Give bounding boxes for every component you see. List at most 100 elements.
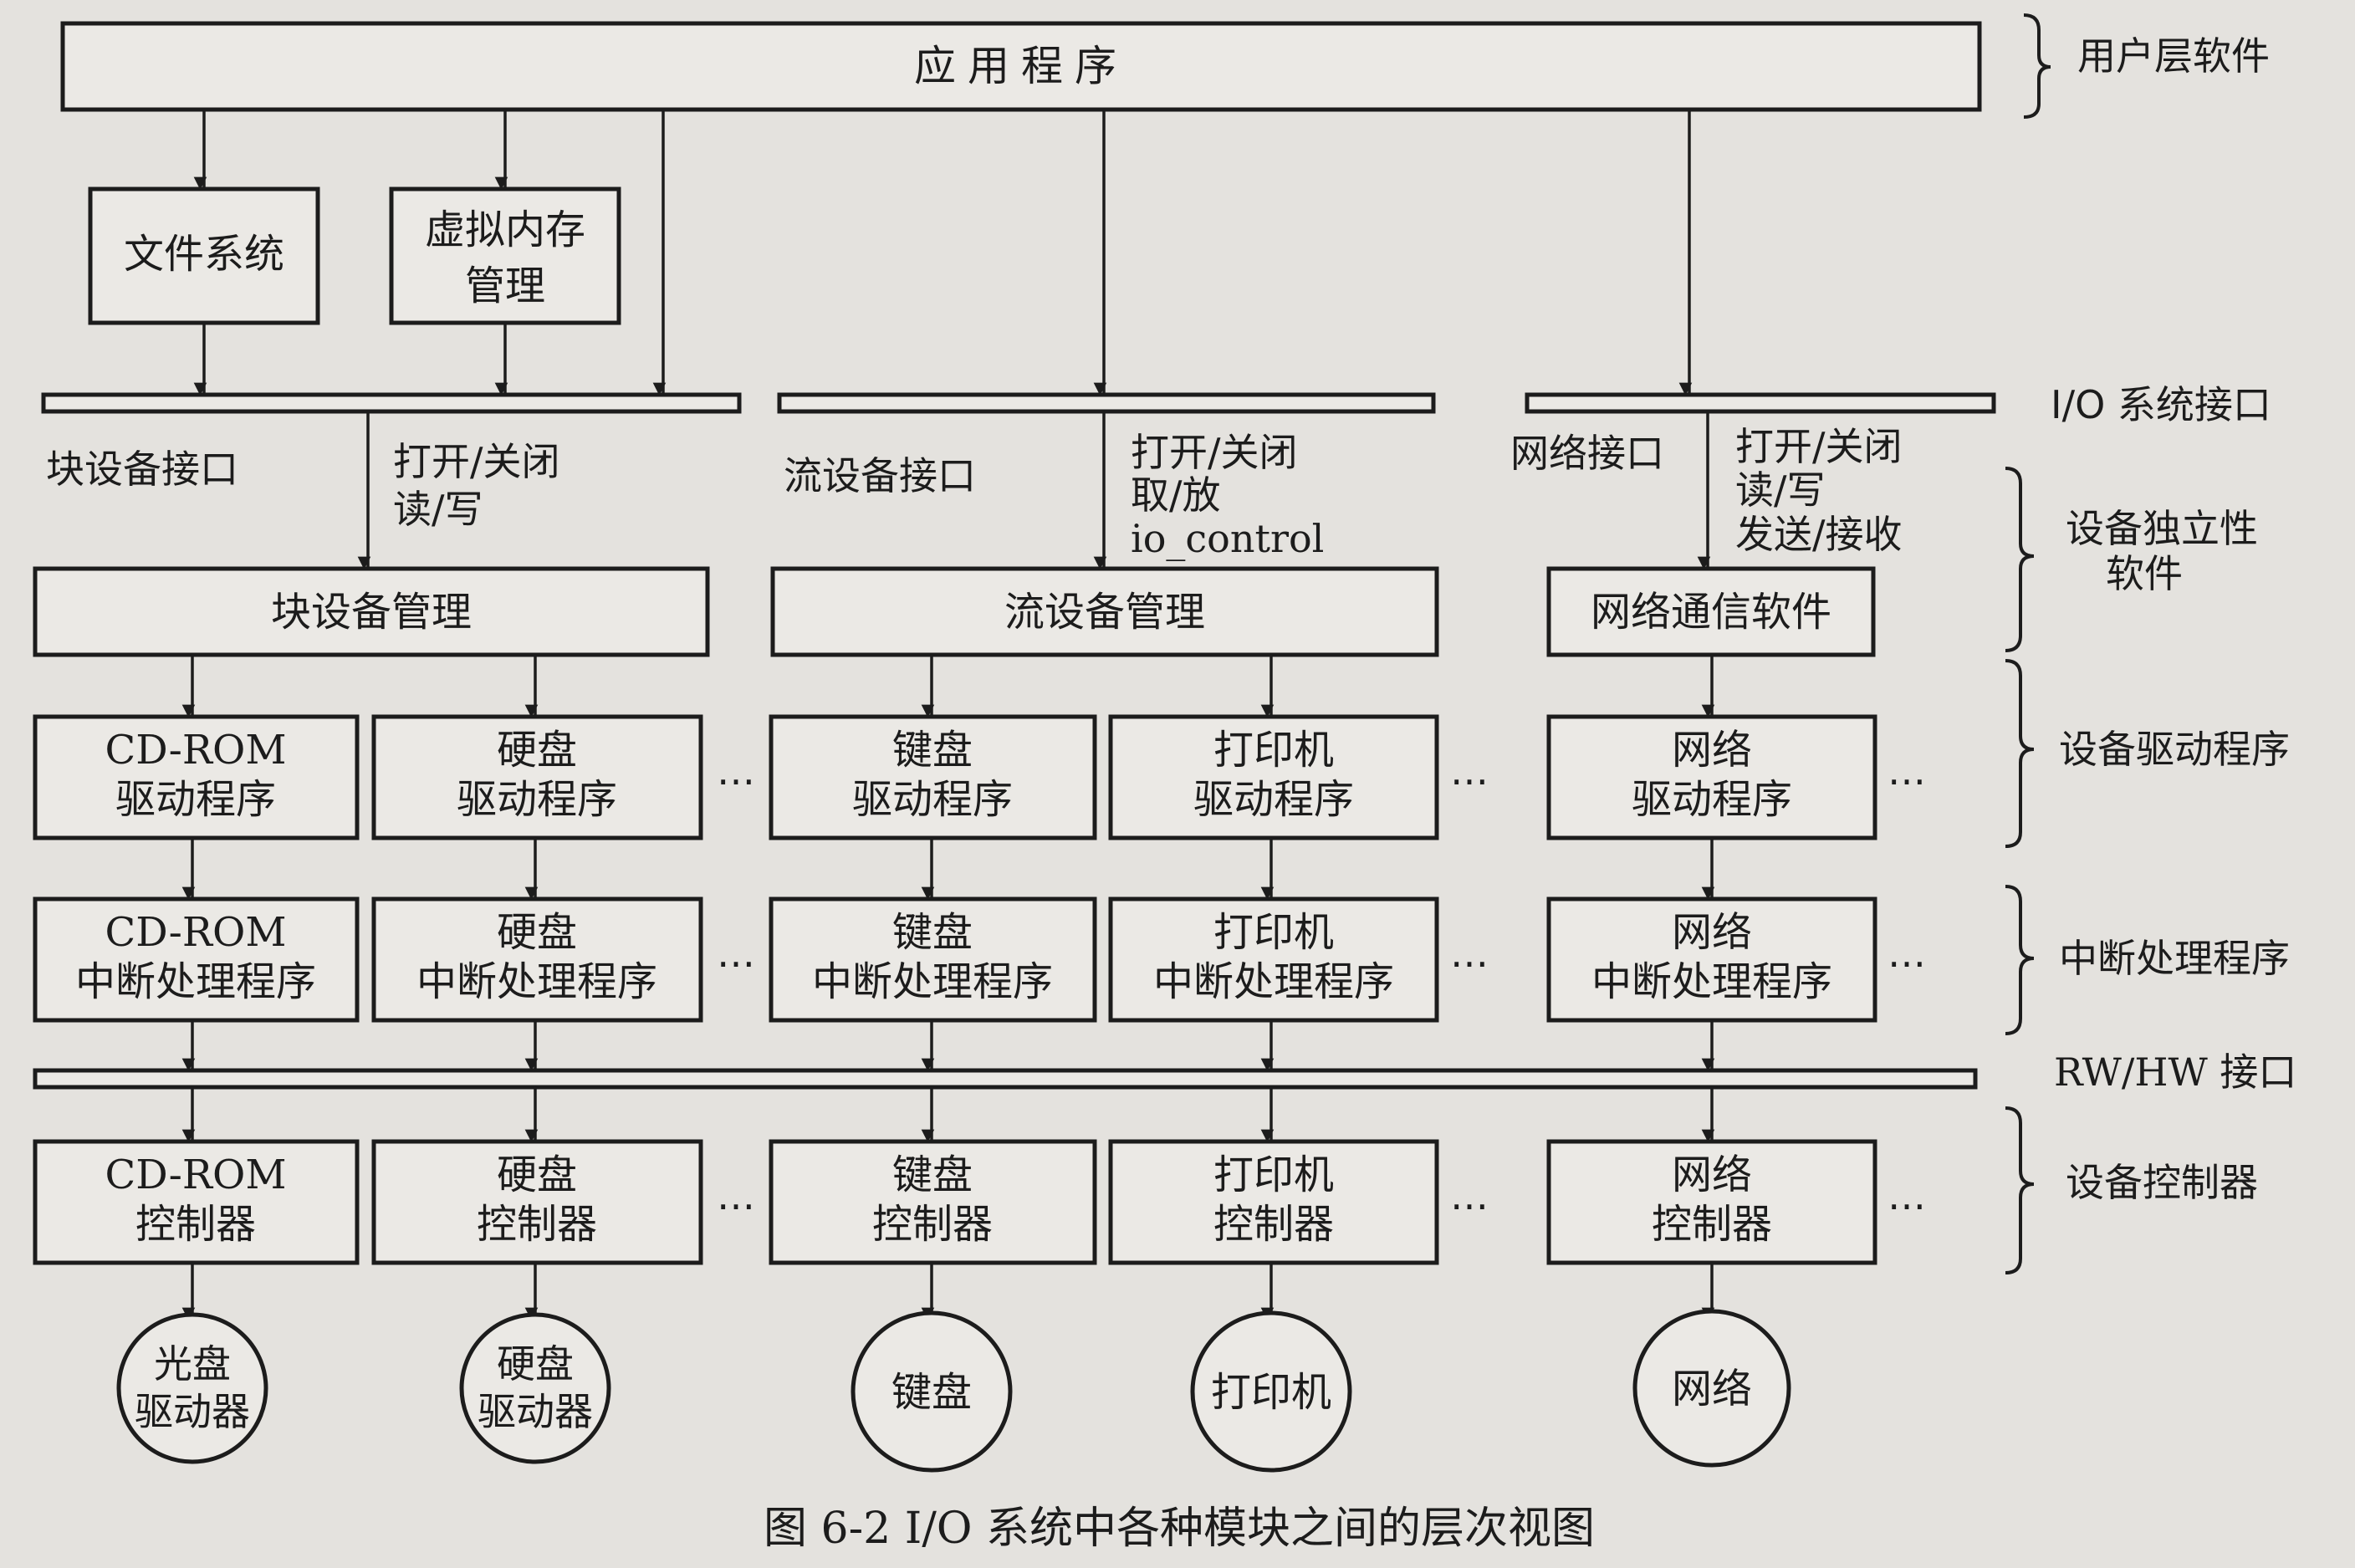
network-device-label: 网络: [1672, 1366, 1752, 1412]
printer-device-label: 打印机: [1211, 1369, 1331, 1416]
disk-controller-box: [371, 1139, 703, 1265]
disk-driver-label-2: 驱动程序: [457, 776, 617, 823]
ctrl-ellipsis-2: …: [1450, 1173, 1489, 1218]
network-interface-label: 网络接口: [1510, 431, 1664, 476]
layer-label-controller: 设备控制器: [2066, 1160, 2258, 1205]
cdrom-controller-box: [33, 1139, 360, 1265]
keyboard-device: [851, 1310, 1013, 1473]
cdrom-driver-box: [33, 714, 360, 840]
stream-op-3: io_control: [1131, 516, 1324, 561]
rwhw-interface-bar: [33, 1068, 1978, 1090]
stream-manager-box: [770, 566, 1439, 657]
disk-irq-label-2: 中断处理程序: [416, 958, 657, 1005]
keyboard-irq-box: [769, 896, 1097, 1023]
network-irq-box: [1546, 896, 1877, 1023]
disk-controller-label-1: 硬盘: [497, 1152, 577, 1198]
brace-interrupt: [2005, 885, 2035, 1035]
block-op-1: 打开/关闭: [393, 439, 560, 484]
network-manager-label: 网络通信软件: [1591, 589, 1831, 636]
optical-drive-device: [116, 1312, 268, 1464]
network-controller-box: [1546, 1139, 1877, 1265]
virtual-memory-label-2: 管理: [465, 263, 545, 309]
network-irq-label-1: 网络: [1672, 909, 1752, 956]
disk-drive-device: [459, 1312, 611, 1464]
network-op-2: 读/写: [1735, 467, 1826, 513]
filesystem-box: [88, 186, 320, 325]
ctrl-ellipsis-1: …: [717, 1173, 755, 1218]
network-controller-label-2: 控制器: [1652, 1201, 1772, 1248]
ctrl-ellipsis-3: …: [1888, 1173, 1926, 1218]
stream-interface-bar: [777, 392, 1436, 414]
block-op-2: 读/写: [393, 487, 483, 532]
cdrom-controller-label-1: CD-ROM: [105, 1152, 287, 1198]
keyboard-controller-label-2: 控制器: [872, 1201, 993, 1248]
stream-interface-label: 流设备接口: [784, 453, 976, 498]
keyboard-driver-label-1: 键盘: [892, 727, 973, 774]
layer-label-indep-1: 设备独立性: [2066, 506, 2258, 551]
application-box: [60, 21, 1982, 112]
disk-irq-box: [371, 896, 703, 1023]
disk-driver-label-1: 硬盘: [497, 727, 577, 774]
keyboard-controller-box: [769, 1139, 1097, 1265]
network-driver-label-1: 网络: [1672, 727, 1752, 774]
keyboard-device-label: 键盘: [891, 1369, 972, 1416]
printer-driver-box: [1108, 714, 1439, 840]
keyboard-irq-label-2: 中断处理程序: [812, 958, 1053, 1005]
disk-irq-label-1: 硬盘: [497, 909, 577, 956]
disk-drive-label-2: 驱动器: [478, 1389, 593, 1434]
keyboard-irq-label-1: 键盘: [892, 909, 973, 956]
driver-ellipsis-1: …: [717, 748, 755, 794]
network-device: [1632, 1309, 1791, 1468]
layer-label-indep-2: 软件: [2106, 551, 2183, 596]
layer-label-irq: 中断处理程序: [2059, 936, 2290, 981]
network-op-1: 打开/关闭: [1735, 424, 1903, 469]
printer-controller-label-2: 控制器: [1213, 1201, 1334, 1248]
irq-ellipsis-2: …: [1450, 931, 1489, 976]
brace-controller: [2005, 1106, 2035, 1274]
brace-device-independent: [2005, 467, 2035, 652]
layer-label-rwhw: RW/HW 接口: [2054, 1050, 2296, 1095]
network-driver-box: [1546, 714, 1877, 840]
network-interface-bar: [1525, 392, 1996, 414]
layer-label-user: 用户层软件: [2077, 33, 2270, 79]
cdrom-irq-box: [33, 896, 360, 1023]
figure-caption: 图 6-2 I/O 系统中各种模块之间的层次视图: [764, 1504, 1595, 1554]
brace-driver: [2005, 659, 2035, 848]
cdrom-irq-label-2: 中断处理程序: [75, 958, 316, 1005]
irq-ellipsis-1: …: [717, 931, 755, 976]
block-interface-label: 块设备接口: [46, 447, 238, 492]
filesystem-label: 文件系统: [124, 231, 284, 278]
block-manager-box: [33, 566, 710, 657]
printer-driver-label-1: 打印机: [1213, 727, 1334, 774]
keyboard-controller-label-1: 键盘: [892, 1152, 973, 1198]
optical-drive-label-2: 驱动器: [135, 1389, 250, 1434]
irq-ellipsis-3: …: [1888, 931, 1926, 976]
cdrom-driver-label-1: CD-ROM: [105, 727, 287, 774]
virtual-memory-label-1: 虚拟内存: [425, 207, 585, 253]
disk-driver-box: [371, 714, 703, 840]
network-op-3: 发送/接收: [1735, 512, 1903, 557]
brace-user-layer: [2023, 13, 2051, 119]
network-manager-box: [1546, 566, 1876, 657]
keyboard-driver-label-2: 驱动程序: [852, 776, 1013, 823]
cdrom-controller-label-2: 控制器: [135, 1201, 256, 1248]
driver-ellipsis-2: …: [1450, 748, 1489, 794]
driver-ellipsis-3: …: [1888, 748, 1926, 794]
disk-controller-label-2: 控制器: [477, 1201, 597, 1248]
optical-drive-label-1: 光盘: [154, 1341, 231, 1387]
block-interface-bar: [41, 392, 742, 414]
printer-irq-box: [1108, 896, 1439, 1023]
network-irq-label-2: 中断处理程序: [1591, 958, 1832, 1005]
cdrom-driver-label-2: 驱动程序: [115, 776, 276, 823]
stream-op-1: 打开/关闭: [1131, 430, 1298, 475]
network-controller-label-1: 网络: [1672, 1152, 1752, 1198]
stream-op-2: 取/放: [1131, 472, 1221, 518]
block-manager-label: 块设备管理: [271, 589, 472, 636]
network-driver-label-2: 驱动程序: [1632, 776, 1792, 823]
printer-controller-label-1: 打印机: [1213, 1152, 1334, 1198]
printer-device: [1190, 1310, 1352, 1473]
printer-controller-box: [1108, 1139, 1439, 1265]
stream-manager-label: 流设备管理: [1004, 589, 1205, 636]
layer-label-driver: 设备驱动程序: [2059, 727, 2290, 772]
